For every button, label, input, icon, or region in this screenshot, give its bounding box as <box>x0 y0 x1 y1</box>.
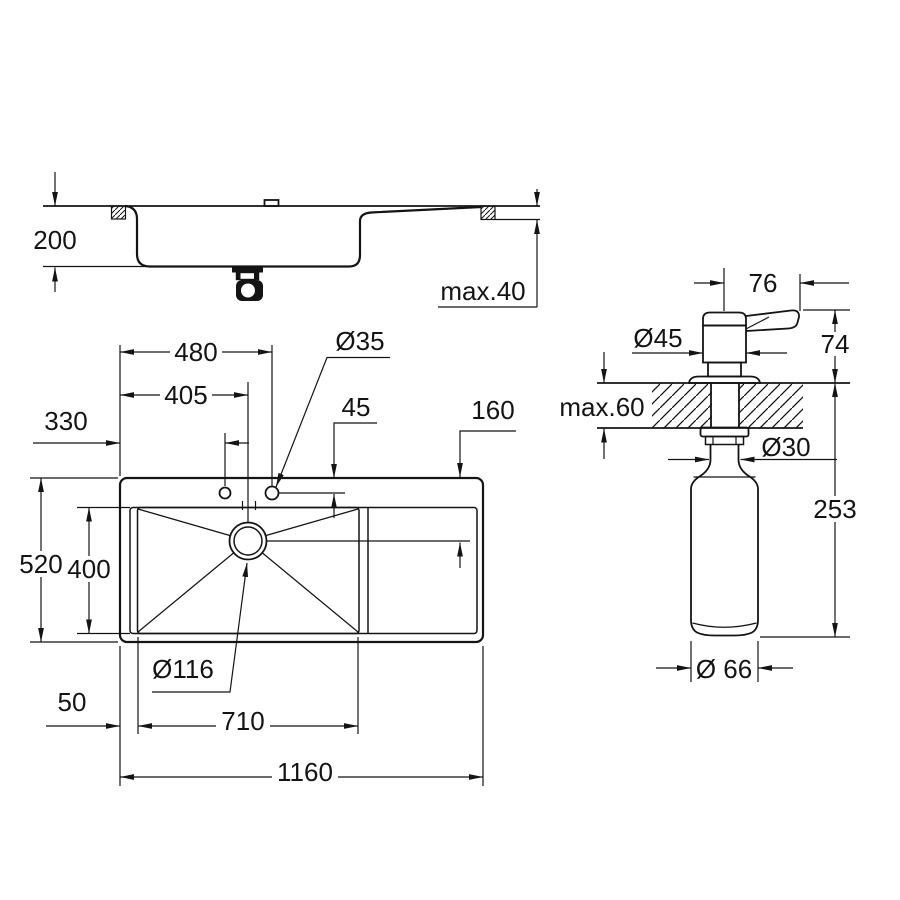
dim-label-spout-reach: 76 <box>749 268 778 298</box>
dim-label-bowl-width: 710 <box>221 706 264 736</box>
bowl-diagonals <box>137 508 359 633</box>
dim-label-side-depth: 200 <box>33 225 76 255</box>
counter-section-hatch-left <box>110 205 127 220</box>
locknut <box>699 426 750 446</box>
dim-label-bottle-diameter: Ø 66 <box>696 654 752 684</box>
dim-label-deck-thickness: max.60 <box>559 392 644 422</box>
dim-label-counter-thickness: max.40 <box>440 276 525 306</box>
ext-bottle-sides <box>690 641 759 682</box>
drain-outer-circle <box>228 521 268 561</box>
dim-label-height-below-deck: 253 <box>813 494 856 524</box>
dim-label-bowl-depth: 400 <box>67 554 110 584</box>
dim-label-total-width: 1160 <box>277 757 333 787</box>
sink-outline <box>118 476 485 644</box>
dim-label-hole1-x: 330 <box>44 406 87 436</box>
dim-label-hole2-x: 480 <box>174 337 217 367</box>
sink-side-view: 200 max.40 <box>33 172 540 308</box>
drain-inner-circle <box>233 526 263 556</box>
drain-diameter-leader <box>152 562 249 693</box>
center-ticks <box>241 501 257 510</box>
dim-label-drain-diameter: Ø116 <box>152 654 214 684</box>
sink-plan-view: 480 405 330 Ø35 45 160 520 400 50 <box>18 326 516 787</box>
soap-dispenser-view: 76 Ø45 max.60 Ø <box>559 268 861 684</box>
bottle-neck <box>709 444 740 460</box>
dim-label-shaft-diameter: Ø30 <box>761 432 810 462</box>
tap-hole-1 <box>218 486 232 500</box>
hole-diameter-leader <box>275 356 390 488</box>
ext-400 <box>77 506 130 635</box>
dim-160-arrow-top <box>457 430 516 477</box>
dim-label-hole-diameter: Ø35 <box>335 326 384 356</box>
dim-label-pump-diameter: Ø45 <box>633 323 682 353</box>
recess-outline <box>129 506 478 635</box>
dim-label-total-depth: 520 <box>19 549 62 579</box>
dim-label-drain-y: 160 <box>471 395 514 425</box>
pump-head <box>687 309 800 384</box>
ext-bottom-dims <box>119 637 484 786</box>
drain-trap <box>232 267 263 301</box>
ext-520 <box>30 477 118 643</box>
dim-45-arrow-top <box>331 422 377 478</box>
dim-label-hole-y: 45 <box>342 392 371 422</box>
dim-label-height-above-deck: 74 <box>821 329 850 359</box>
dispenser-shaft <box>710 383 740 428</box>
bowl-profile <box>124 204 482 268</box>
tap-hole-2 <box>264 485 280 501</box>
dim-label-drain-x: 405 <box>164 380 207 410</box>
counter-section-hatch-right <box>480 205 496 221</box>
dim-label-bowl-left-offset: 50 <box>58 687 87 717</box>
bottle <box>690 459 759 637</box>
tap-hole-boss <box>263 199 280 207</box>
spout-lever <box>745 309 800 332</box>
